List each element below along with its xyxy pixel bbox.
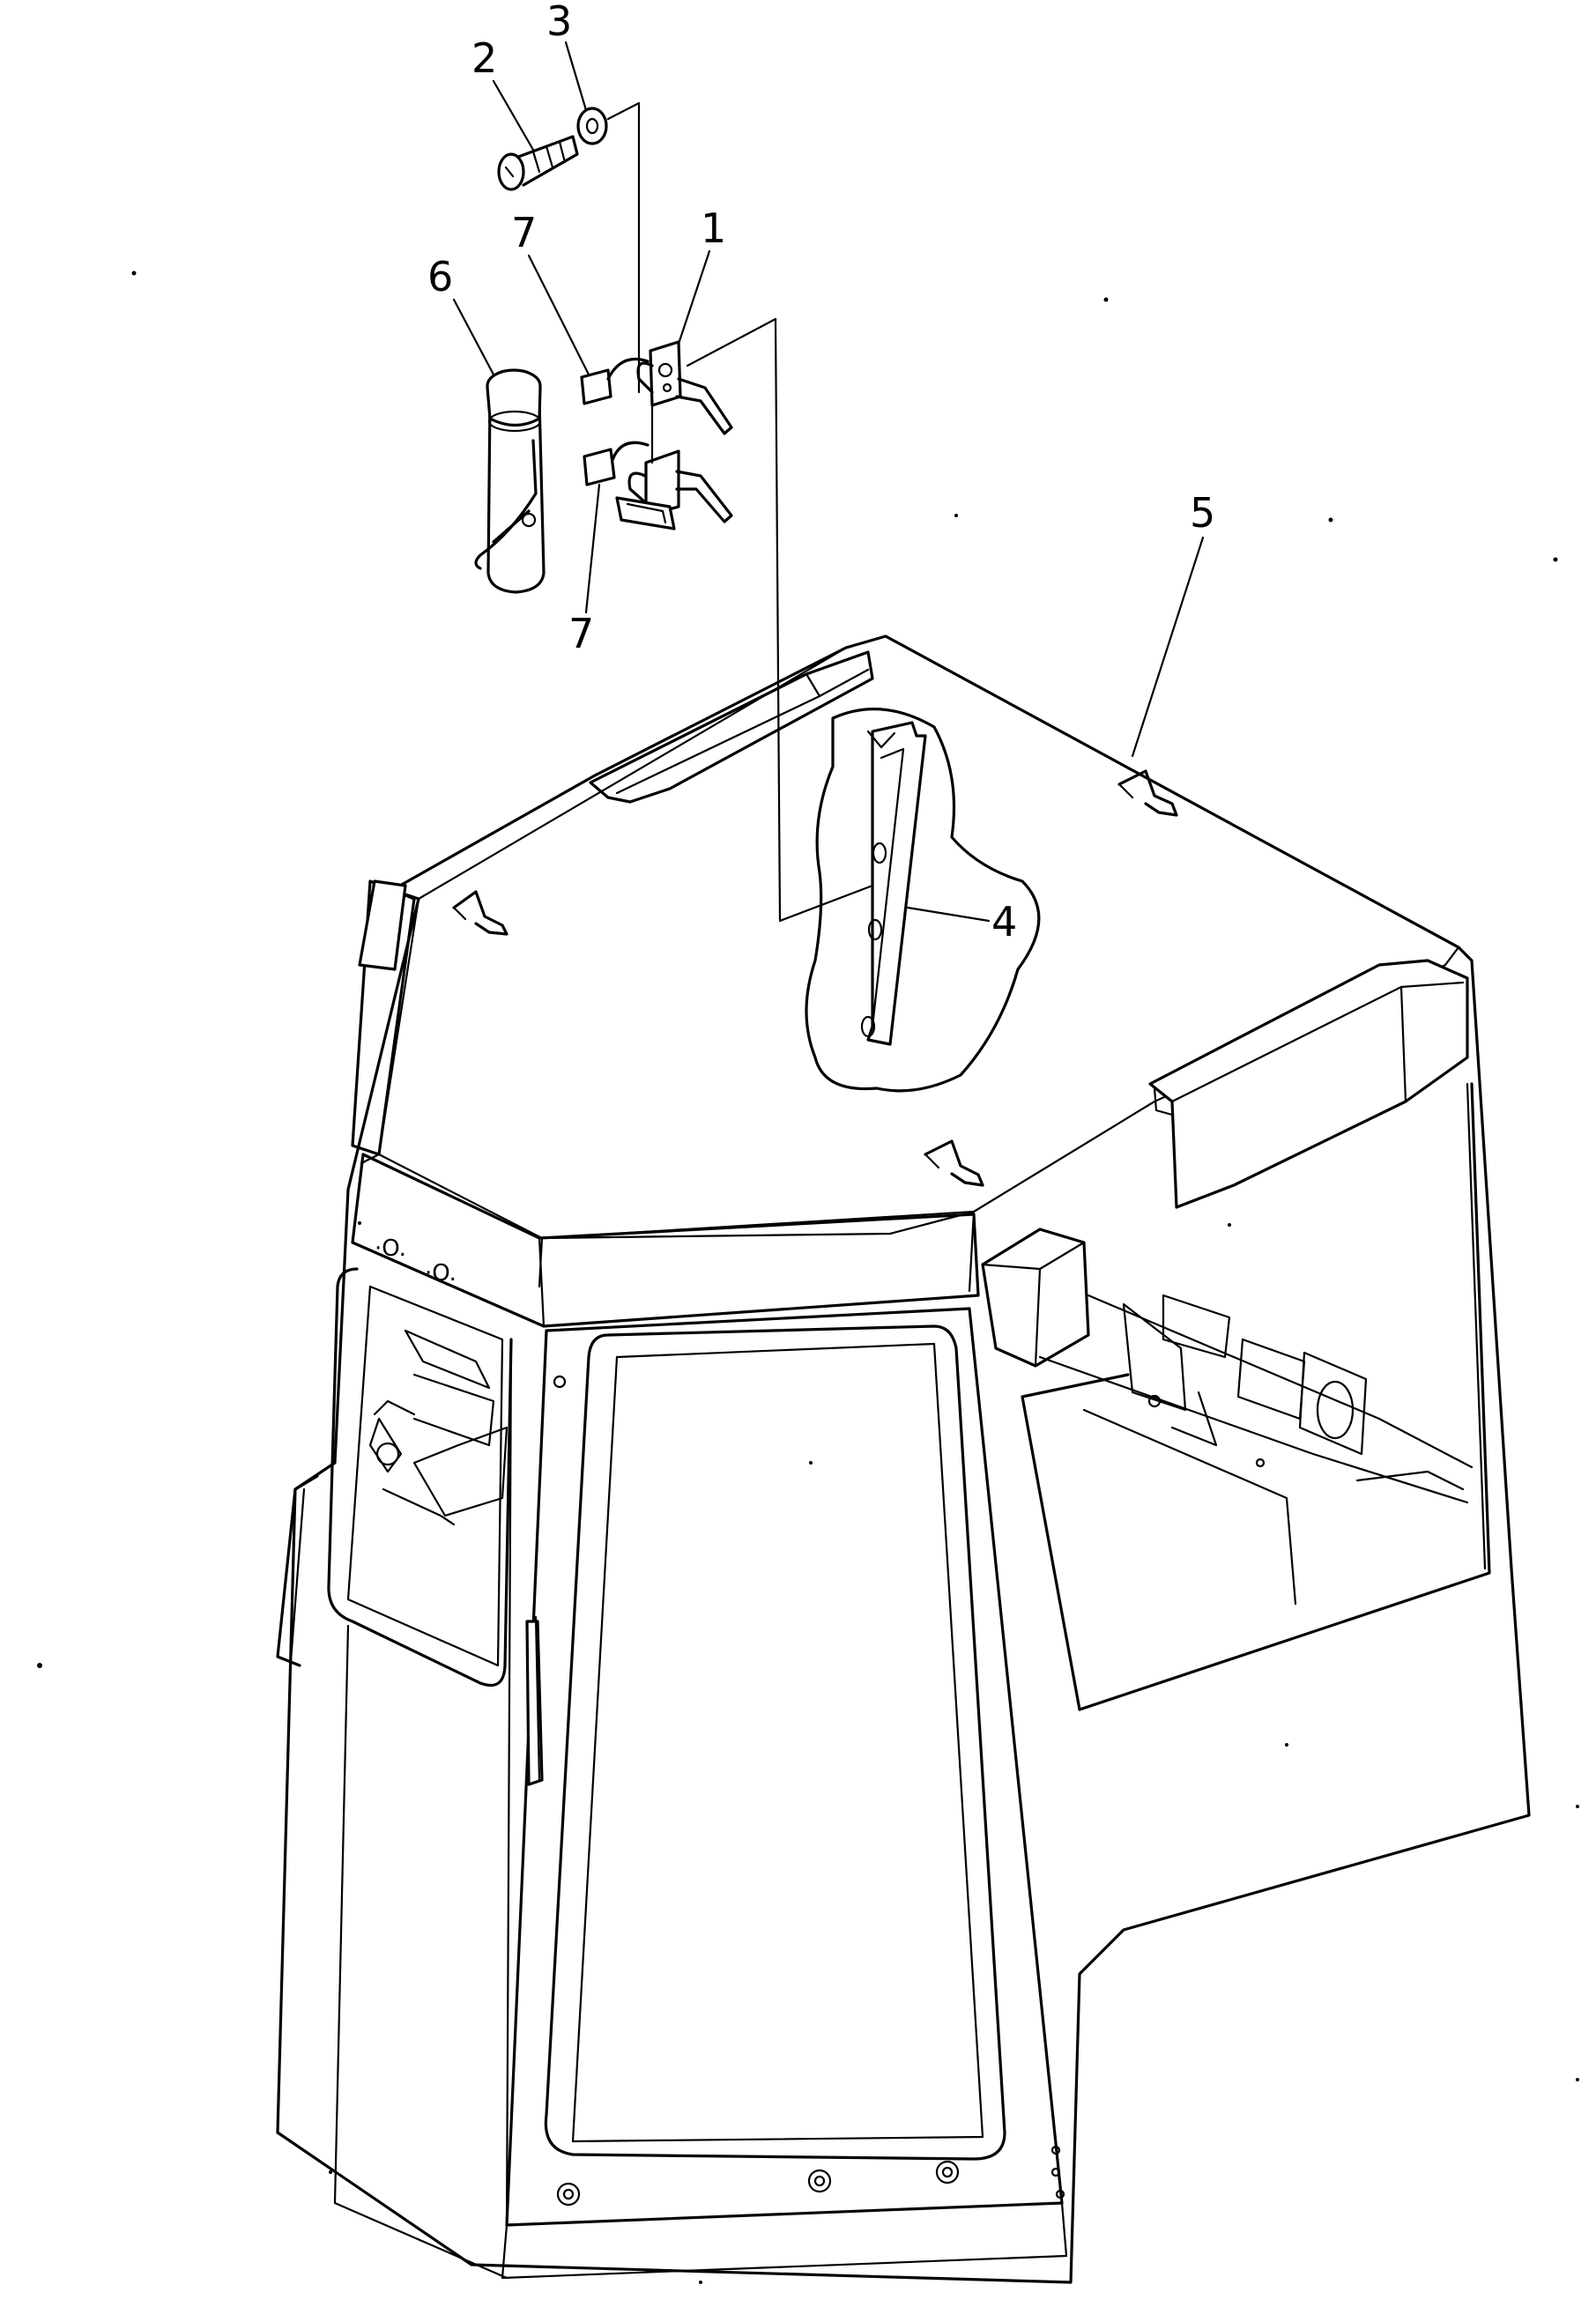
left-lower-block xyxy=(276,1474,319,1667)
holder-1 xyxy=(615,340,733,530)
roof-hook-2 xyxy=(1117,769,1178,817)
left-side-bracket xyxy=(358,879,407,971)
roof-hook-1 xyxy=(452,890,508,936)
front-window-glass xyxy=(544,1324,1006,2161)
cab-assembly: ·O. ·O. xyxy=(276,634,1531,2284)
panel-mark-right: ·O. xyxy=(425,1260,457,1287)
callout-1: 1 xyxy=(701,204,726,252)
left-interior xyxy=(368,1329,508,1526)
callout-7-upper: 7 xyxy=(511,209,537,256)
roof-hook-3 xyxy=(924,1139,984,1187)
assembly-line-1 xyxy=(606,101,641,394)
callout-3: 3 xyxy=(546,0,572,45)
right-side-panel xyxy=(1021,1082,1491,1711)
panel-mark-left: ·O. xyxy=(375,1235,406,1262)
exploded-parts xyxy=(474,101,874,923)
scan-specks xyxy=(37,271,1579,2284)
callout-6: 6 xyxy=(427,253,453,300)
corner-bracket xyxy=(981,1228,1090,1368)
callout-7-lower: 7 xyxy=(568,610,594,657)
clip-7-lower xyxy=(583,441,650,486)
callout-4: 4 xyxy=(991,898,1017,946)
cutaway-detail xyxy=(805,707,1041,1093)
extinguisher-6 xyxy=(474,368,546,594)
cutaway-outline xyxy=(805,707,1041,1093)
washer-3 xyxy=(576,107,608,145)
left-side-window xyxy=(327,1267,513,1688)
callout-2: 2 xyxy=(471,34,497,82)
clip-7-upper xyxy=(580,357,650,405)
bolt-2 xyxy=(497,135,579,191)
callouts: 1 2 3 4 5 6 7 7 xyxy=(427,0,1215,946)
sill-bolt xyxy=(807,2169,832,2193)
callout-5: 5 xyxy=(1190,489,1215,537)
sill-bolt xyxy=(556,2182,581,2207)
rear-roof-rail xyxy=(589,650,874,804)
assembly-line-2 xyxy=(686,317,874,923)
rear-compartment xyxy=(1038,1294,1474,1606)
sill-bolt xyxy=(935,2160,960,2185)
bracket-4 xyxy=(866,721,927,1046)
